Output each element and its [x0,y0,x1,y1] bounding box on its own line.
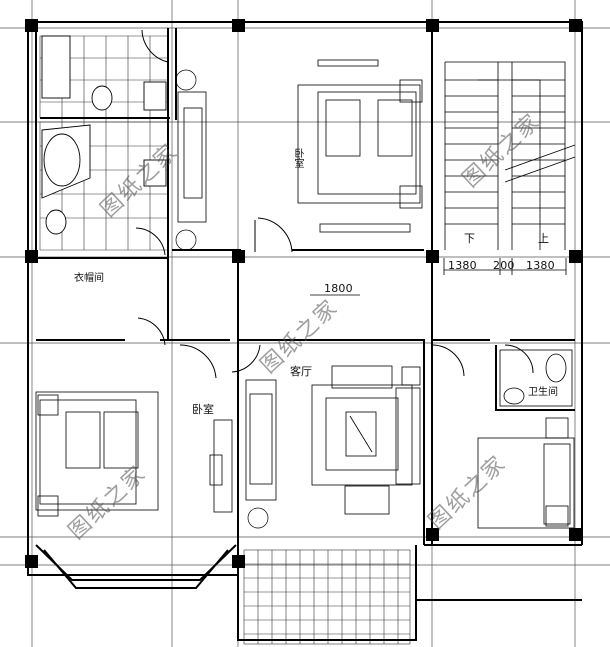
room-label-bedroom-upper: 卧室 [292,148,303,168]
dimension-1380-left: 1380 [448,259,477,272]
walls [27,21,583,641]
room-label-bedroom-lower: 卧室 [192,403,214,416]
lower-desk [209,419,233,513]
potted-plants [175,69,269,529]
stair-up-label: 上 [538,232,550,245]
structural-columns [25,19,582,568]
balcony-tiles [243,549,411,645]
room-label-cloakroom: 衣帽间 [74,273,104,284]
room-label-living-room: 客厅 [290,365,312,378]
room-label-bathroom-small: 卫生间 [528,387,558,398]
dimension-1800: 1800 [324,282,353,295]
bathroom-fixtures [41,35,167,235]
dimension-200: 200 [493,259,515,272]
stair-down-label: 下 [464,232,476,245]
door-swings [135,29,534,379]
right-bedroom-bed [477,417,575,529]
lower-bedroom-bed [35,391,159,517]
staircase [443,61,576,275]
upper-bedroom-bed [297,59,423,233]
small-bathroom-fixtures [499,349,573,407]
upper-wardrobe [177,91,207,223]
dimension-1380-right: 1380 [526,259,555,272]
living-room-furniture [245,365,421,515]
